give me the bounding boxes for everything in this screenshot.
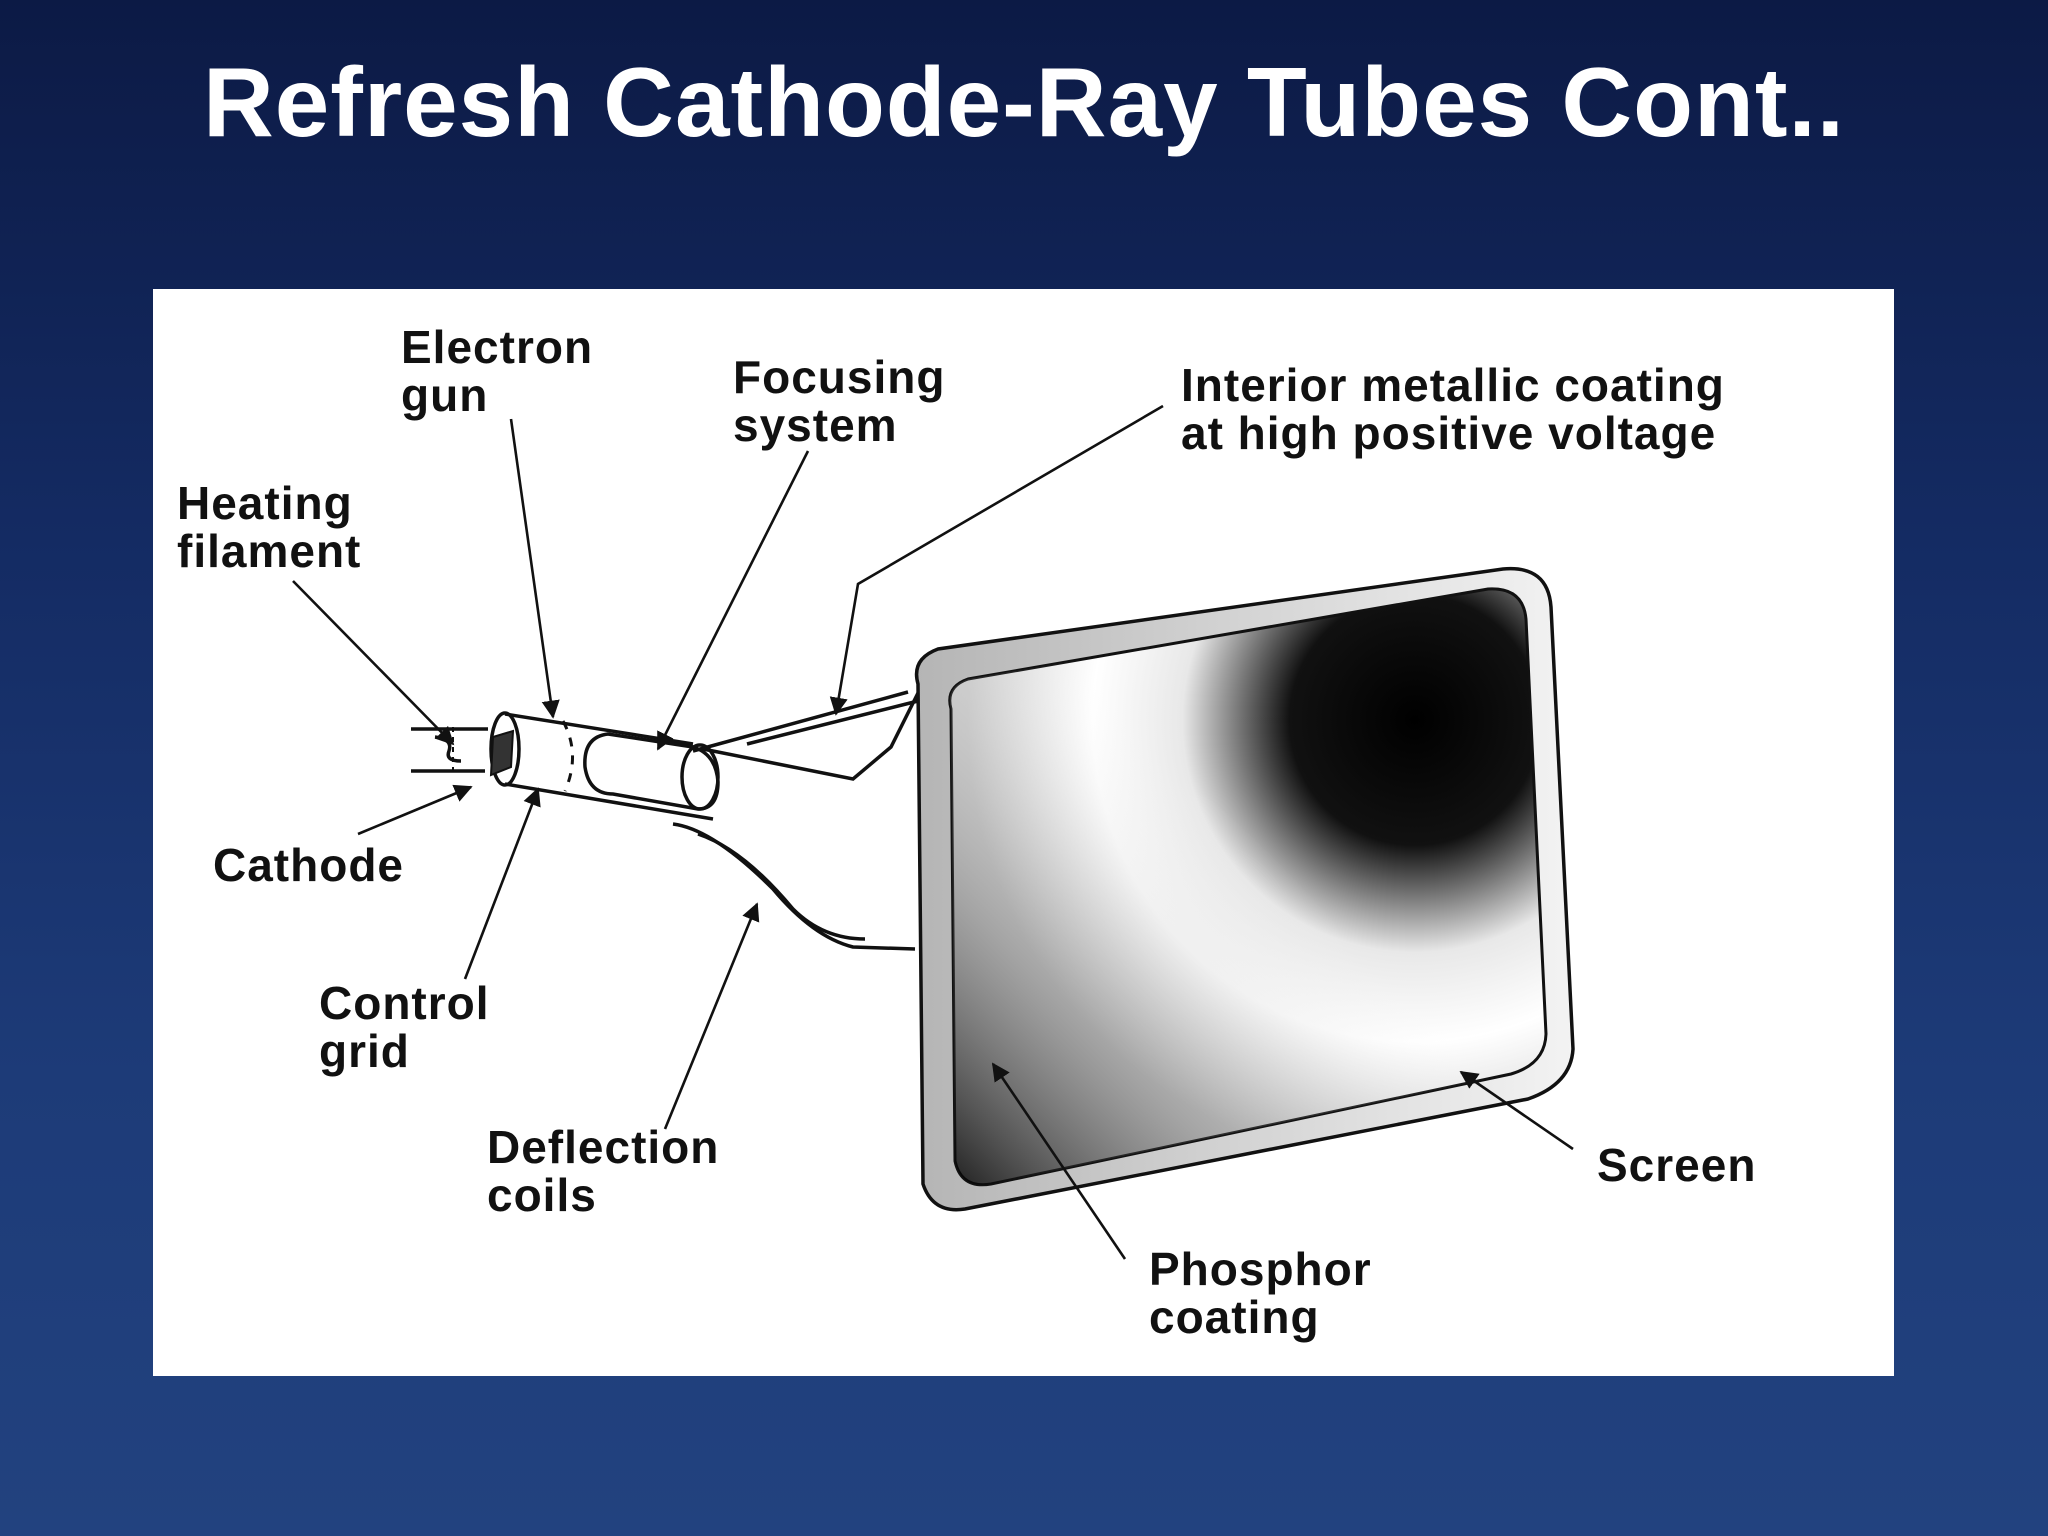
leader-phosphor-coating [991,1062,1127,1260]
tube-neck-lower-inner [697,832,866,941]
label-phosphor-coating-line2: coating [1149,1291,1320,1343]
tube-neck-upper [692,690,909,753]
leader-electron-gun [509,418,560,719]
label-heating-filament-line1: Heating [177,477,353,529]
crt-diagram-panel: Electron gun Focusing system Interior me… [153,289,1894,1376]
label-control-grid-line1: Control [319,977,490,1029]
label-control-grid-line2: grid [319,1025,410,1077]
label-focusing-system-line2: system [733,399,898,451]
tube-neck-top [699,692,920,781]
label-interior-coating: Interior metallic coating at high positi… [1181,359,1739,459]
label-phosphor-coating: Phosphor coating [1149,1243,1385,1343]
leader-screen [1459,1070,1574,1151]
label-screen: Screen [1597,1139,1756,1191]
label-heating-filament: Heating filament [177,477,366,577]
label-deflection-coils-line1: Deflection [487,1121,719,1173]
label-focusing-system: Focusing system [733,351,959,451]
label-deflection-coils: Deflection coils [487,1121,733,1221]
screen-shadow [949,588,1546,1185]
slide-title: Refresh Cathode-Ray Tubes Cont.. [203,47,1845,157]
label-deflection-coils-line2: coils [487,1169,597,1221]
label-phosphor-coating-line1: Phosphor [1149,1243,1372,1295]
label-heating-filament-line2: filament [177,525,361,577]
label-interior-coating-line1: Interior metallic coating [1181,359,1725,411]
cathode-block [489,729,515,777]
label-electron-gun-line1: Electron [401,321,593,373]
leader-control-grid [463,787,541,980]
label-screen-line1: Screen [1597,1139,1756,1191]
label-interior-coating-line2: at high positive voltage [1181,407,1716,459]
leader-heating-filament [292,580,455,746]
gun-rear-end [489,711,521,787]
tube-neck-lower [672,822,916,951]
label-cathode-line1: Cathode [213,839,404,891]
leader-focusing-system [656,450,810,751]
tube-neck-upper-inner [746,699,919,746]
filament-leads [411,727,488,773]
label-cathode: Cathode [213,839,404,891]
focusing-cylinder-end [680,743,720,811]
control-grid-ring [561,720,575,792]
leader-cathode [357,784,473,836]
label-focusing-system-line1: Focusing [733,351,945,403]
leader-interior-coating [829,404,1164,716]
label-electron-gun: Electron gun [401,321,607,421]
crt-diagram: Electron gun Focusing system Interior me… [177,321,1756,1343]
label-control-grid: Control grid [319,977,503,1077]
leader-deflection-coils [663,902,760,1130]
label-electron-gun-line2: gun [401,369,488,421]
